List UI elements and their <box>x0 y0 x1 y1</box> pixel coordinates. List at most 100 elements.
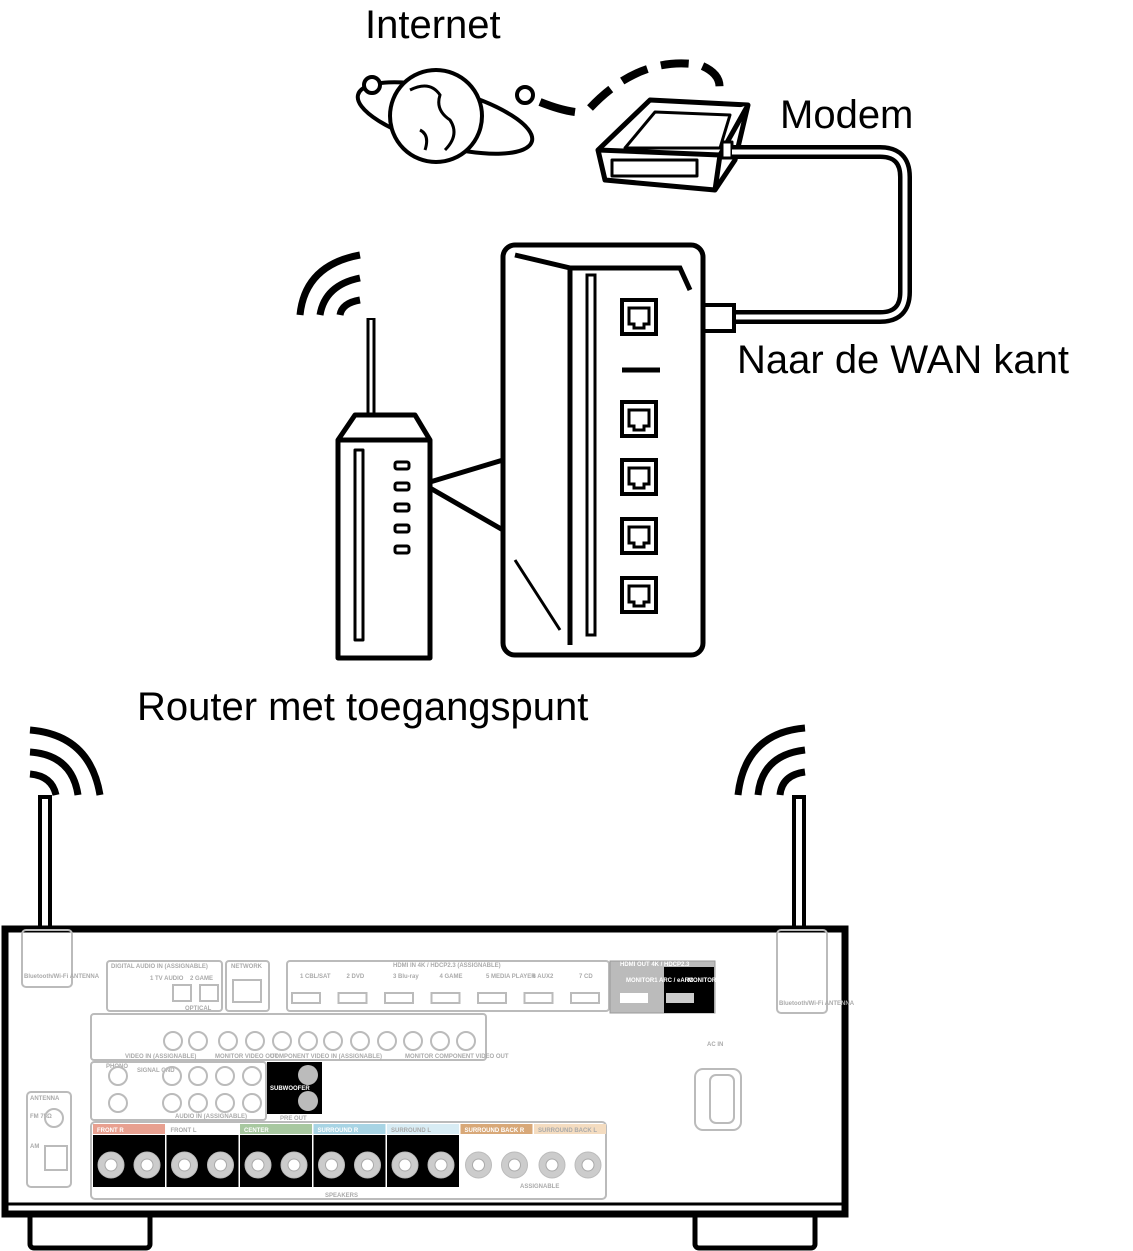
optical-label: OPTICAL <box>185 1006 212 1012</box>
rca-jack[interactable] <box>323 1031 343 1051</box>
modem-icon <box>595 97 751 193</box>
hdmi-in-port[interactable] <box>570 992 600 1004</box>
internet-label: Internet <box>365 3 501 47</box>
speaker-group-header <box>313 1124 386 1134</box>
speaker-group-label: SURROUND BACK L <box>538 1128 597 1134</box>
subwoofer-label: SUBWOOFER <box>270 1086 310 1092</box>
assignable-label: ASSIGNABLE <box>520 1184 559 1190</box>
hdmi-in-label: HDMI IN 4K / HDCP2.3 (ASSIGNABLE) <box>393 963 501 969</box>
wan-side-label: Naar de WAN kant <box>737 338 1069 382</box>
rca-jack[interactable] <box>298 1031 318 1051</box>
wifi-signal-icon <box>296 251 361 316</box>
wan-cable <box>732 145 912 324</box>
network-port[interactable] <box>232 979 262 1003</box>
speaker-group-label: FRONT L <box>171 1128 197 1134</box>
hdmi-in-port[interactable] <box>477 992 507 1004</box>
internet-link-dashed <box>587 59 724 111</box>
speaker-group-header <box>534 1124 606 1134</box>
video-in-label: VIDEO IN (ASSIGNABLE) <box>125 1054 196 1060</box>
component-out-label: MONITOR COMPONENT VIDEO OUT <box>405 1054 509 1060</box>
rca-jack[interactable] <box>188 1093 208 1113</box>
fm-label: FM 75Ω <box>30 1114 52 1120</box>
speaker-group-label: SURROUND BACK R <box>465 1128 525 1134</box>
rca-jack[interactable] <box>218 1031 238 1051</box>
ac-in-label: AC IN <box>707 1042 723 1048</box>
modem-label: Modem <box>780 93 913 137</box>
hdmi-in-label: 3 Blu-ray <box>393 974 419 980</box>
rca-jack[interactable] <box>188 1066 208 1086</box>
hdmi-in-port[interactable] <box>384 992 414 1004</box>
hdmi-out-port[interactable] <box>620 993 648 1003</box>
rca-jack[interactable] <box>108 1093 128 1113</box>
signal-gnd-label: SIGNAL GND <box>137 1068 175 1074</box>
wan-port-icon <box>620 298 658 336</box>
speaker-group-label: SURROUND L <box>391 1128 431 1134</box>
pre-out-label: PRE OUT <box>280 1116 307 1122</box>
monitor2-label: MONITOR2 <box>688 978 720 984</box>
rca-jack[interactable] <box>430 1031 450 1051</box>
am-label: AM <box>30 1144 39 1150</box>
ethernet-ports <box>620 298 658 614</box>
hdmi-in-port[interactable] <box>291 992 321 1004</box>
hdmi-in-label: 7 CD <box>579 974 593 980</box>
rca-jack[interactable] <box>162 1093 182 1113</box>
video-out-label: MONITOR VIDEO OUT <box>215 1054 278 1060</box>
rca-jack[interactable] <box>245 1031 265 1051</box>
rca-jack[interactable] <box>163 1031 183 1051</box>
hdmi-in-port[interactable] <box>523 992 554 1004</box>
speaker-group-label: FRONT R <box>97 1128 124 1134</box>
speaker-group-header <box>460 1124 533 1134</box>
rca-jack[interactable] <box>403 1031 423 1051</box>
optical-port[interactable] <box>172 984 192 1002</box>
fm-terminal[interactable] <box>44 1108 64 1128</box>
internet-link <box>538 98 576 116</box>
rca-jack[interactable] <box>242 1093 262 1113</box>
hdmi-in-port[interactable] <box>430 992 461 1004</box>
rca-jack[interactable] <box>215 1066 235 1086</box>
hdmi-in-label: 2 DVD <box>347 974 365 980</box>
rca-jack[interactable] <box>188 1031 208 1051</box>
antenna-terminal-label: ANTENNA <box>30 1096 60 1102</box>
globe-icon <box>355 68 535 164</box>
digital-audio-label: DIGITAL AUDIO IN (ASSIGNABLE) <box>111 964 208 970</box>
antenna-label: Bluetooth/Wi-Fi ANTENNA <box>779 1001 855 1007</box>
speaker-group-header <box>166 1124 239 1134</box>
component-in-label: COMPONENT VIDEO IN (ASSIGNABLE) <box>270 1054 382 1060</box>
monitor1-label: MONITOR1 ARC / eARC <box>626 978 694 984</box>
hdmi-out-port[interactable] <box>666 993 694 1003</box>
receiver-antenna-left <box>38 795 52 934</box>
router-side-panel <box>500 242 706 658</box>
ac-inlet[interactable] <box>694 1068 742 1131</box>
antenna-label: Bluetooth/Wi-Fi ANTENNA <box>24 974 100 980</box>
hdmi-in-label: 6 AUX2 <box>533 974 554 980</box>
hdmi-in-label: 1 CBL/SAT <box>300 974 331 980</box>
speaker-group-header <box>240 1124 312 1134</box>
av-receiver-rear-panel: Bluetooth/Wi-Fi ANTENNA Bluetooth/Wi-Fi … <box>1 925 855 1251</box>
speakers-label: SPEAKERS <box>325 1193 358 1199</box>
optical-port[interactable] <box>199 984 219 1002</box>
optical-2-label: 2 GAME <box>190 976 213 982</box>
router-label: Router met toegangspunt <box>137 685 588 729</box>
rca-jack[interactable] <box>215 1093 235 1113</box>
speaker-group-header <box>93 1124 165 1134</box>
callout-lines <box>428 457 505 533</box>
rca-jack[interactable] <box>242 1066 262 1086</box>
rca-jack[interactable] <box>377 1031 397 1051</box>
rca-jack[interactable] <box>350 1031 370 1051</box>
hdmi-in-port[interactable] <box>337 992 368 1004</box>
hdmi-out-label: HDMI OUT 4K / HDCP2.3 <box>620 962 690 968</box>
optical-1-label: 1 TV AUDIO <box>150 976 184 982</box>
wifi-signal-icon <box>734 724 806 796</box>
rca-jack[interactable] <box>272 1031 292 1051</box>
speaker-group-header <box>387 1124 459 1134</box>
wifi-signal-icon <box>29 726 104 796</box>
rca-jack[interactable] <box>162 1066 182 1086</box>
lan-port-icon <box>620 458 658 496</box>
rca-jack[interactable] <box>108 1066 128 1086</box>
am-terminal[interactable] <box>44 1145 68 1171</box>
rca-jack[interactable] <box>456 1031 476 1051</box>
lan-port-icon <box>620 517 658 555</box>
network-label: NETWORK <box>231 964 263 970</box>
speaker-group-label: SURROUND R <box>318 1128 359 1134</box>
